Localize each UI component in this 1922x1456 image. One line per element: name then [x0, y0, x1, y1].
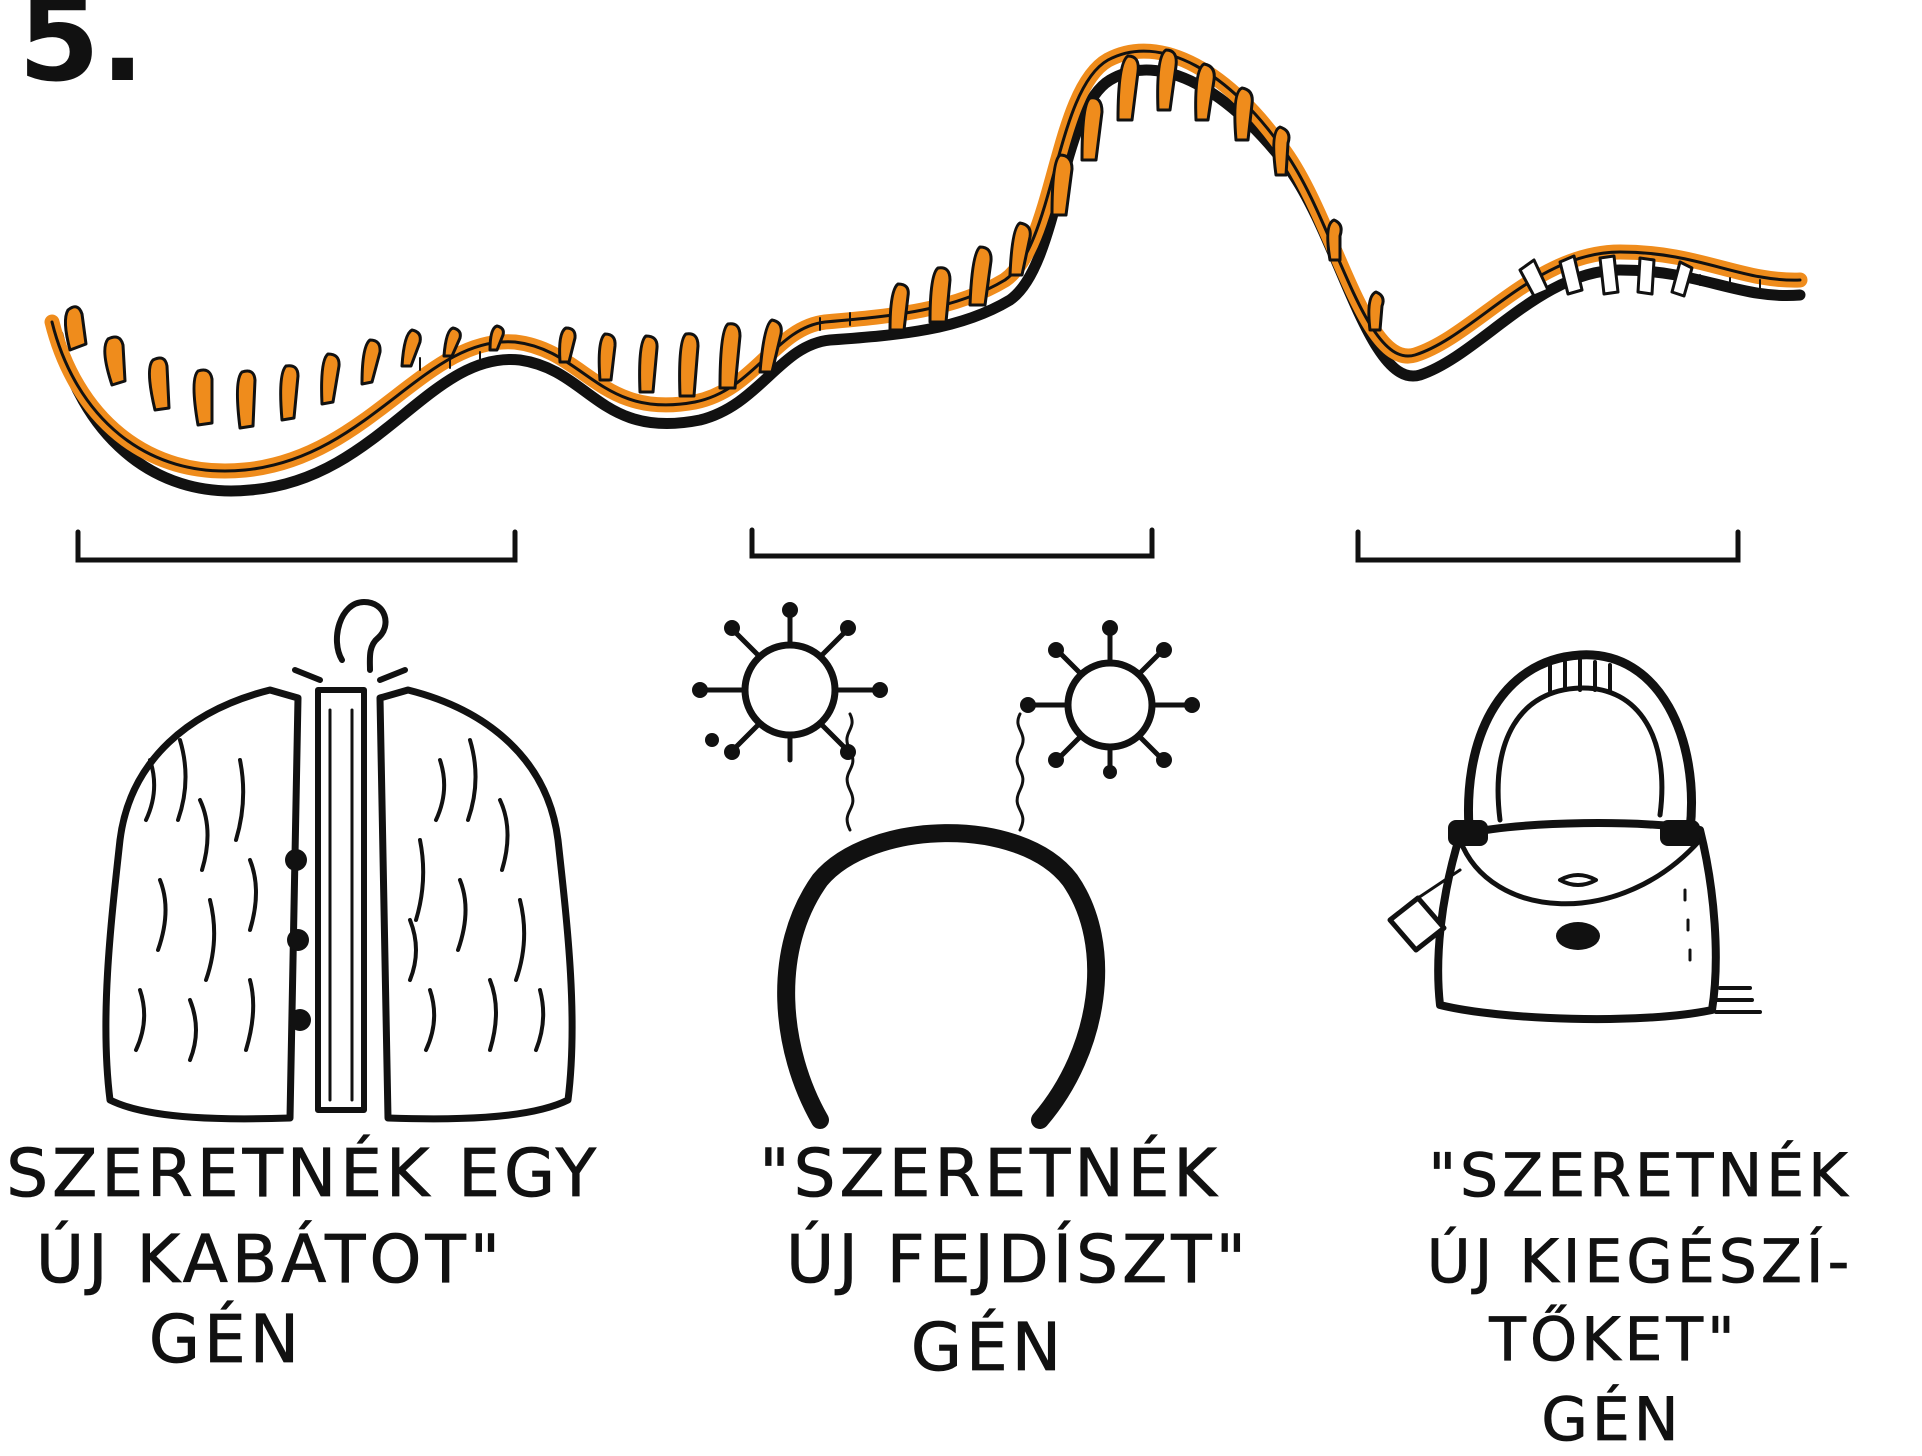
caption-1-line-1: "SZERETNÉK EGY — [0, 1134, 600, 1212]
gene-caption-1: "SZERETNÉK EGY ÚJ KABÁTOT" GÉN — [0, 1134, 600, 1379]
bracket-gene-2 — [749, 527, 1155, 559]
fur-coat-icon — [102, 599, 576, 1123]
gene-caption-2: "SZERETNÉK ÚJ FEJDÍSZT" GÉN — [759, 1134, 1250, 1387]
caption-1-line-3: GÉN — [149, 1300, 303, 1378]
caption-3-line-1: "SZERETNÉK — [1428, 1139, 1851, 1211]
antenna-headband-icon — [692, 602, 1200, 1129]
step-number: 5. — [18, 0, 145, 108]
caption-2-line-2: ÚJ FEJDÍSZT" — [786, 1220, 1250, 1298]
caption-3-line-2: ÚJ KIEGÉSZÍ- — [1427, 1225, 1854, 1297]
caption-3-line-4: GÉN — [1541, 1383, 1682, 1455]
handbag-icon — [1387, 650, 1762, 1024]
gene-caption-3: "SZERETNÉK ÚJ KIEGÉSZÍ- TŐKET" GÉN — [1426, 1139, 1854, 1456]
caption-3-line-3: TŐKET" — [1488, 1304, 1738, 1375]
caption-1-line-2: ÚJ KABÁTOT" — [36, 1221, 504, 1298]
bracket-gene-3 — [1355, 529, 1741, 563]
bracket-gene-1 — [75, 529, 518, 563]
gene-brackets — [75, 527, 1741, 563]
rna-strand-illustration — [44, 43, 1808, 497]
caption-2-line-3: GÉN — [911, 1308, 1065, 1386]
caption-2-line-1: "SZERETNÉK — [759, 1134, 1220, 1212]
